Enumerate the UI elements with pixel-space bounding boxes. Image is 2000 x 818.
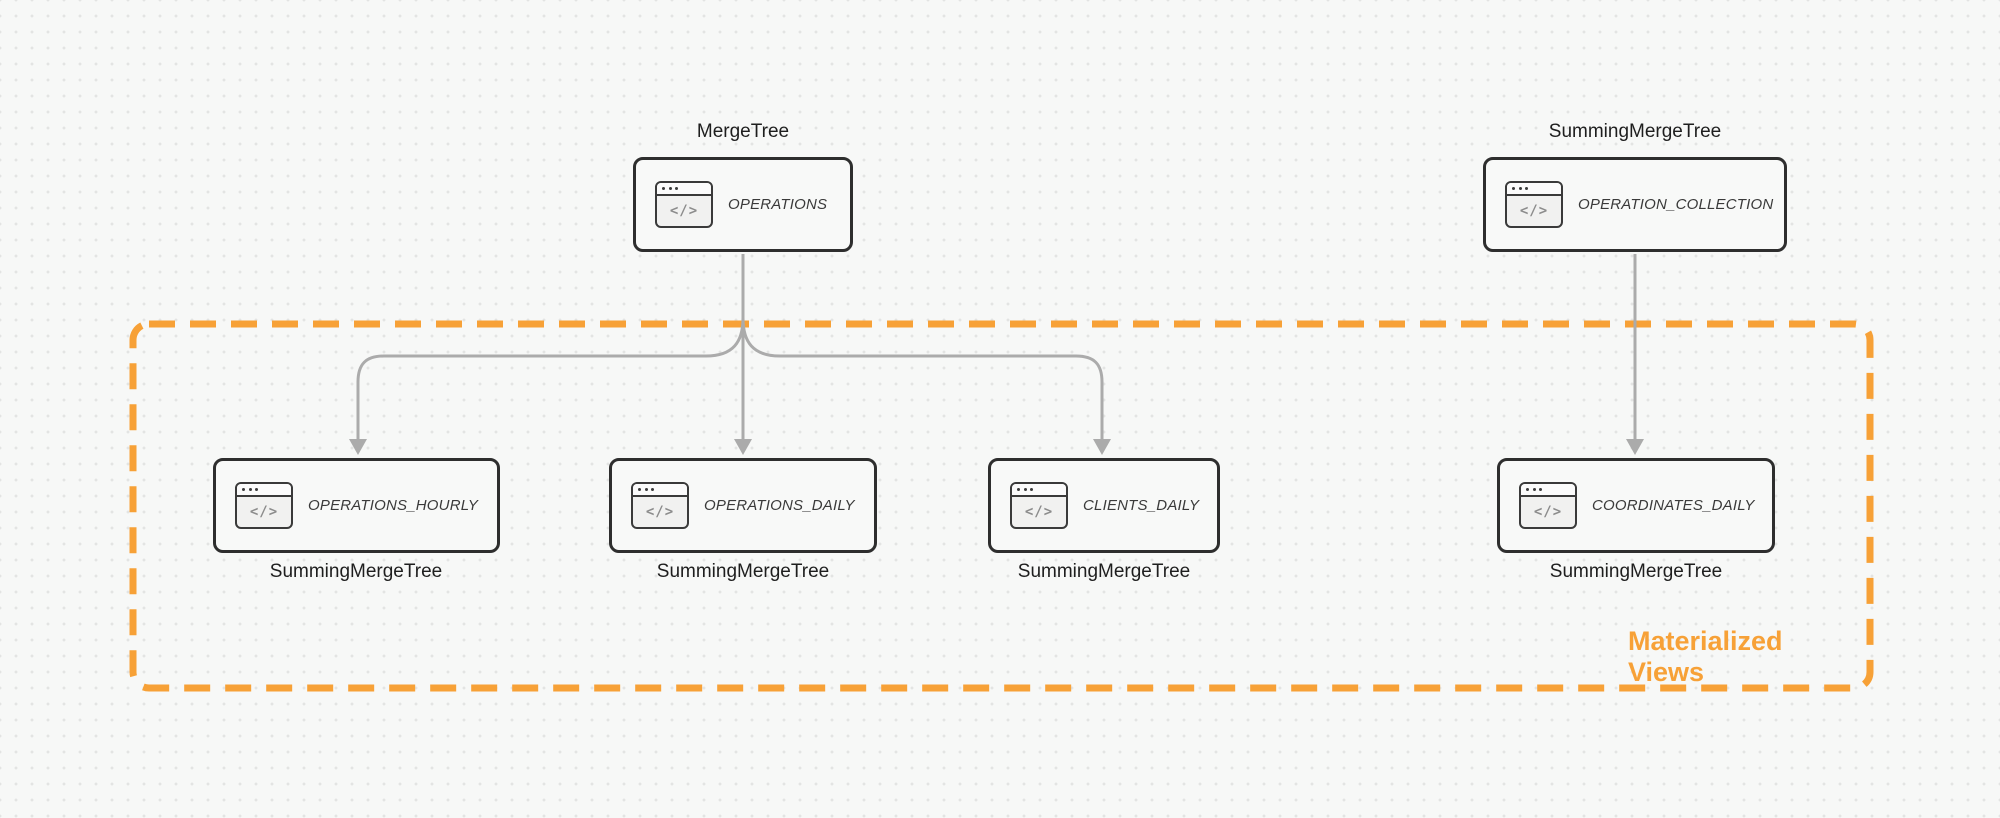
edge-operations-to-operations-hourly — [356, 254, 745, 440]
engine-label-clients-daily: SummingMergeTree — [1017, 561, 1191, 582]
table-node-operations-hourly[interactable]: </> OPERATIONS_HOURLY — [213, 458, 500, 553]
table-name: OPERATION_COLLECTION — [1578, 196, 1774, 213]
window-dots — [1521, 484, 1575, 497]
code-glyph: </> — [1519, 203, 1549, 219]
window-dots — [1012, 484, 1066, 497]
table-name: OPERATIONS_DAILY — [704, 497, 855, 514]
code-window-icon: </> — [1505, 181, 1563, 228]
engine-label-coordinates-daily: SummingMergeTree — [1549, 561, 1723, 582]
window-dots — [657, 183, 711, 196]
table-name: OPERATIONS_HOURLY — [308, 497, 479, 514]
code-window-icon: </> — [1519, 482, 1577, 529]
code-glyph: </> — [1024, 504, 1054, 520]
code-window-icon: </> — [1010, 482, 1068, 529]
arrowhead-icon — [1626, 439, 1644, 455]
table-node-operations[interactable]: </> OPERATIONS — [633, 157, 853, 252]
engine-label-operations: MergeTree — [696, 121, 790, 142]
table-node-operation-collection[interactable]: </> OPERATION_COLLECTION — [1483, 157, 1787, 252]
engine-label-operations-hourly: SummingMergeTree — [269, 561, 443, 582]
table-name: CLIENTS_DAILY — [1083, 497, 1200, 514]
arrowhead-icon — [734, 439, 752, 455]
engine-label-operations-daily: SummingMergeTree — [656, 561, 830, 582]
arrowhead-icon — [349, 439, 367, 455]
code-glyph: </> — [645, 504, 675, 520]
edge-operations-to-clients-daily — [741, 254, 1104, 440]
arrowhead-icon — [1093, 439, 1111, 455]
code-glyph: </> — [1533, 504, 1563, 520]
window-dots — [237, 484, 291, 497]
window-dots — [633, 484, 687, 497]
code-window-icon: </> — [631, 482, 689, 529]
table-name: COORDINATES_DAILY — [1592, 497, 1755, 514]
code-glyph: </> — [249, 504, 279, 520]
materialized-views-group-label: Materialized Views — [1628, 626, 1783, 687]
table-node-clients-daily[interactable]: </> CLIENTS_DAILY — [988, 458, 1220, 553]
table-node-operations-daily[interactable]: </> OPERATIONS_DAILY — [609, 458, 877, 553]
code-glyph: </> — [669, 203, 699, 219]
materialized-views-group-border — [129, 320, 1874, 692]
table-name: OPERATIONS — [728, 196, 828, 213]
window-dots — [1507, 183, 1561, 196]
code-window-icon: </> — [655, 181, 713, 228]
code-window-icon: </> — [235, 482, 293, 529]
table-node-coordinates-daily[interactable]: </> COORDINATES_DAILY — [1497, 458, 1775, 553]
engine-label-operation-collection: SummingMergeTree — [1548, 121, 1722, 142]
